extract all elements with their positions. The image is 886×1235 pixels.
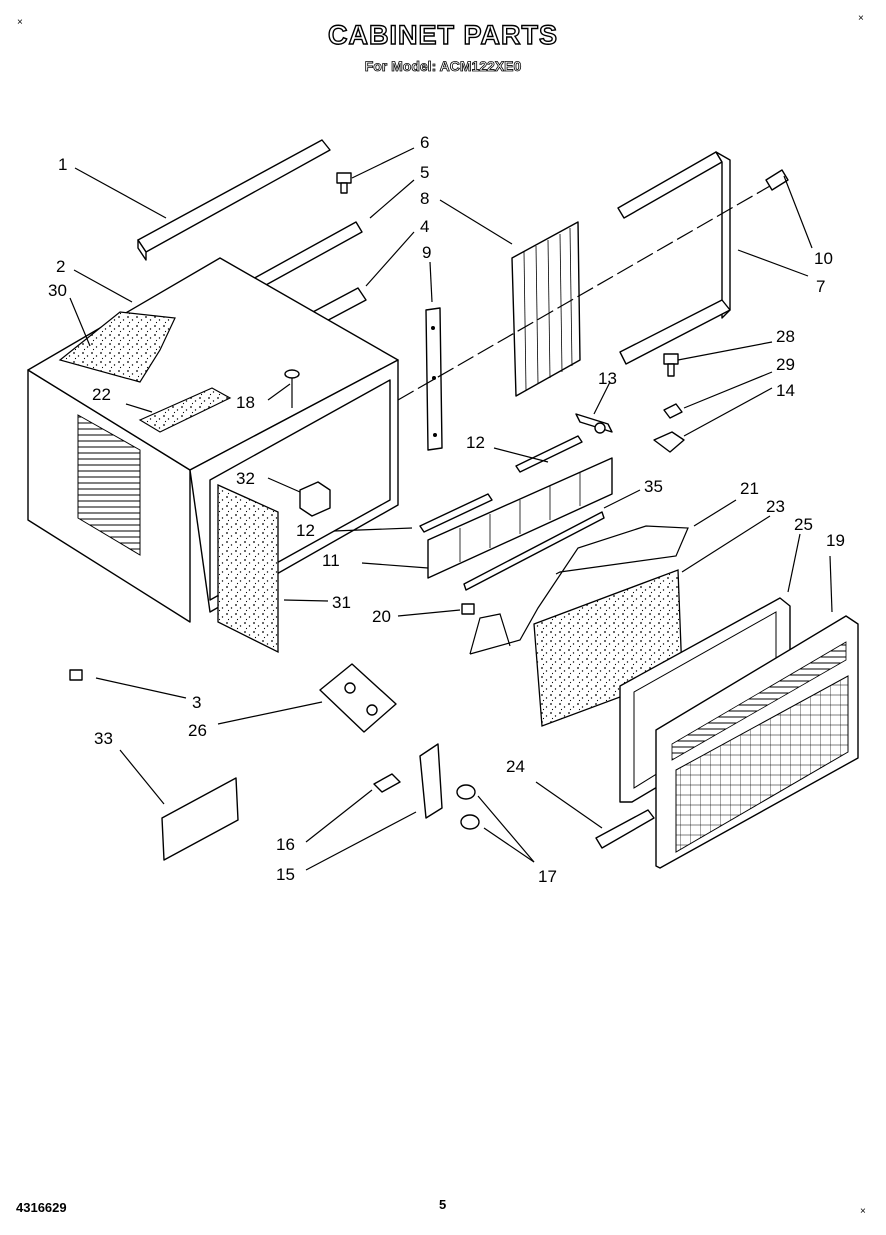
- part-28-screw: [663, 353, 679, 377]
- part-3-screw: [69, 669, 83, 681]
- callout-33: 33: [94, 729, 113, 748]
- part-7-frame: [617, 151, 731, 365]
- part-17-knob-lower: [460, 814, 480, 830]
- part-11-louver-assembly: [427, 457, 613, 579]
- callout-17: 17: [538, 867, 557, 886]
- part-26-bracket: [319, 663, 397, 733]
- part-16-block: [373, 773, 401, 793]
- corner-mark-bottom-right: ×: [860, 1206, 866, 1217]
- callout-labels: 1 2 3 4 5 6 7 8 9 10 11 12 12 13 14 15 1…: [48, 133, 845, 886]
- part-17-knob-upper: [456, 784, 476, 800]
- part-12-rod-lower: [419, 493, 493, 533]
- callout-6: 6: [420, 133, 429, 152]
- page-title: CABINET PARTS: [327, 19, 558, 50]
- callout-13: 13: [598, 369, 617, 388]
- callout-4: 4: [420, 217, 429, 236]
- part-19-front-grille: [655, 615, 859, 869]
- callout-28: 28: [776, 327, 795, 346]
- callout-35: 35: [644, 477, 663, 496]
- document-number: 4316629: [16, 1200, 67, 1215]
- callout-24: 24: [506, 757, 525, 776]
- callout-10: 10: [814, 249, 833, 268]
- callout-20: 20: [372, 607, 391, 626]
- part-29-clip: [663, 403, 683, 419]
- callout-9: 9: [422, 243, 431, 262]
- callout-11: 11: [322, 551, 340, 570]
- part-8-accordion-screen: [511, 221, 581, 397]
- callout-30: 30: [48, 281, 67, 300]
- callout-8: 8: [420, 189, 429, 208]
- part-9-strip: [425, 307, 443, 451]
- part-13-latch: [575, 413, 613, 434]
- part-18-pin: [284, 369, 300, 408]
- part-31-insulation-panel: [217, 483, 279, 654]
- part-32-bracket: [299, 481, 331, 517]
- model-subtitle: For Model: ACM122XE0: [364, 58, 522, 75]
- callout-31: 31: [332, 593, 351, 612]
- page-number: 5: [439, 1197, 447, 1212]
- callout-18: 18: [236, 393, 255, 412]
- callout-29: 29: [776, 355, 795, 374]
- leader-lines: [69, 147, 833, 871]
- callout-21: 21: [740, 479, 759, 498]
- part-1-top-rail: [137, 139, 331, 261]
- callout-25: 25: [794, 515, 813, 534]
- part-12-rod-upper: [515, 435, 583, 473]
- part-14-plug: [653, 431, 685, 453]
- callout-12-upper: 12: [466, 433, 485, 452]
- callout-1: 1: [58, 155, 67, 174]
- part-33-panel: [161, 777, 239, 861]
- part-24-bar: [595, 809, 655, 849]
- part-20-screw: [461, 603, 475, 615]
- corner-mark-top-right: ×: [858, 13, 864, 24]
- callout-16: 16: [276, 835, 295, 854]
- callout-26: 26: [188, 721, 207, 740]
- part-22-insulation: [138, 387, 232, 433]
- callout-14: 14: [776, 381, 795, 400]
- part-6-screw: [336, 172, 352, 194]
- part-15-bracket: [419, 743, 443, 819]
- callout-15: 15: [276, 865, 295, 884]
- part-21-wire-frame: [469, 525, 689, 655]
- callout-23: 23: [766, 497, 785, 516]
- callout-7: 7: [816, 277, 825, 296]
- part-30-top-insulation: [58, 311, 176, 383]
- callout-3: 3: [192, 693, 201, 712]
- callout-19: 19: [826, 531, 845, 550]
- callout-32: 32: [236, 469, 255, 488]
- callout-12-lower: 12: [296, 521, 315, 540]
- corner-mark-top-left: ×: [17, 17, 23, 28]
- part-35-strip: [463, 511, 605, 591]
- callout-22: 22: [92, 385, 111, 404]
- callout-5: 5: [420, 163, 429, 182]
- callout-2: 2: [56, 257, 65, 276]
